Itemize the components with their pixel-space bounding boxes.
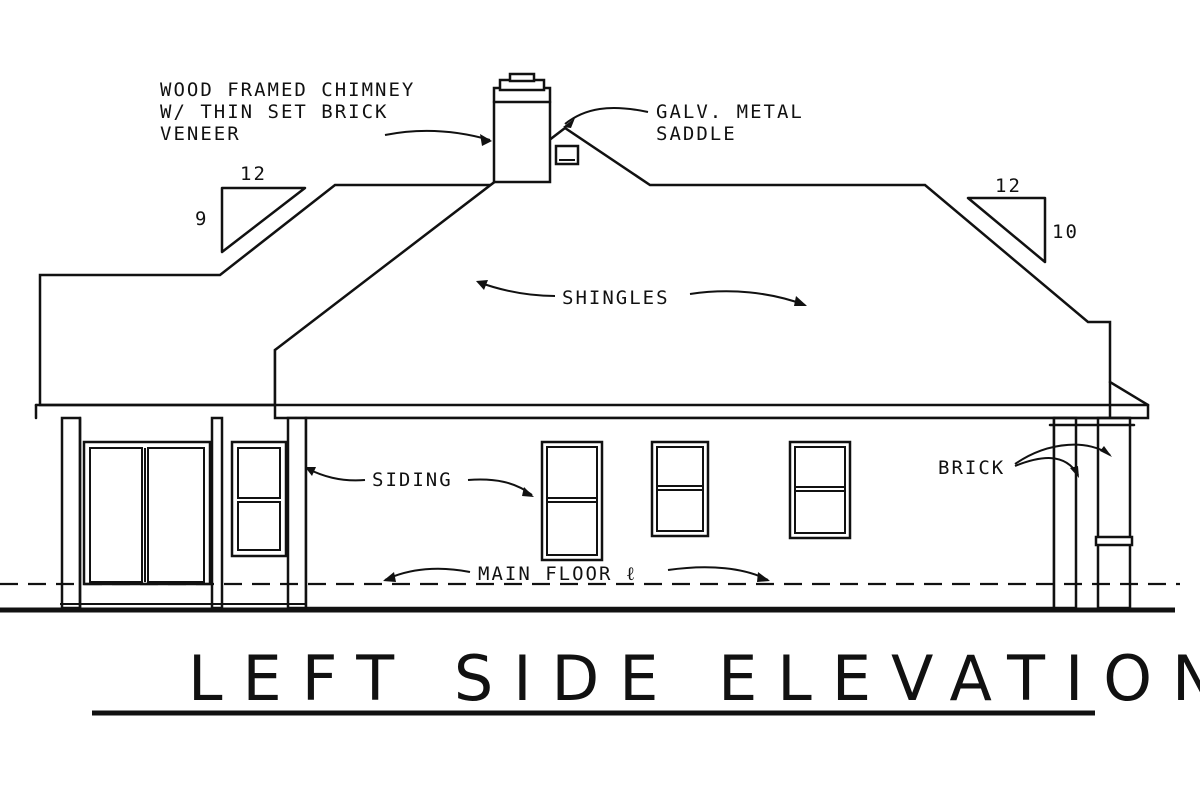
pitch-right-symbol: 12 10: [966, 175, 1079, 264]
pitch-left-run: 12: [240, 163, 267, 185]
window-1: [540, 440, 604, 562]
porch-window: [230, 440, 288, 558]
brick-label: BRICK: [938, 457, 1005, 479]
chimney-note-line-3: VENEER: [160, 123, 241, 145]
chimney-note-line-1: WOOD FRAMED CHIMNEY: [160, 79, 415, 101]
gable-vent: [554, 144, 580, 166]
pitch-left-rise: 9: [195, 208, 208, 230]
pitch-left-symbol: 12 9: [195, 163, 307, 254]
chimney-leader: [384, 129, 491, 141]
chimney-note-line-2: W/ THIN SET BRICK: [160, 101, 388, 123]
window-2: [650, 440, 710, 538]
saddle-note-line-2: SADDLE: [656, 123, 737, 145]
siding-label: SIDING: [372, 469, 453, 491]
main-floor-label: MAIN FLOOR ℓ: [478, 563, 637, 585]
shingles-leader-right: [689, 290, 806, 306]
main-roof: [273, 126, 1150, 420]
pitch-right-run: 12: [995, 175, 1022, 197]
pitch-right-rise: 10: [1052, 221, 1079, 243]
ground-lines: [0, 582, 1180, 613]
window-3: [788, 440, 852, 540]
saddle-note-line-1: GALV. METAL: [656, 101, 804, 123]
drawing-title: LEFT SIDE ELEVATION: [188, 642, 1200, 715]
chimney: [492, 72, 552, 184]
patio-door: [82, 440, 212, 586]
shingles-label: SHINGLES: [562, 287, 670, 309]
saddle-leader: [564, 107, 649, 125]
